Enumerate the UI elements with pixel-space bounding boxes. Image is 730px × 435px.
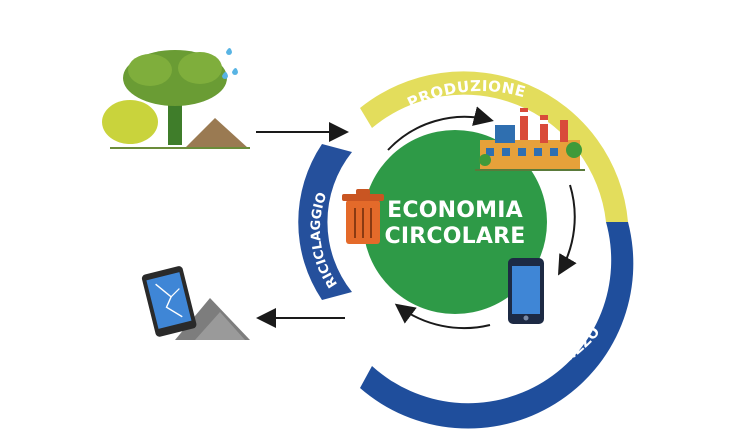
production-arc — [360, 71, 628, 222]
flow-arrow-right — [558, 184, 577, 276]
consumption-arc — [360, 222, 634, 429]
smartphone-icon — [508, 258, 544, 324]
recycling-arc — [298, 144, 352, 300]
center-circle — [363, 130, 547, 314]
factory-icon — [475, 108, 585, 171]
center-title: ECONOMIA CIRCOLARE — [380, 198, 530, 250]
trash-bin-icon — [342, 189, 384, 244]
flow-arrow-bottom — [394, 303, 491, 330]
tree-and-soil-icon — [102, 48, 250, 149]
broken-tablet-waste-icon — [141, 266, 250, 340]
center-title-line2: CIRCOLARE — [384, 224, 526, 249]
flow-arrow-top — [387, 106, 494, 151]
center-title-line1: ECONOMIA — [387, 198, 523, 223]
